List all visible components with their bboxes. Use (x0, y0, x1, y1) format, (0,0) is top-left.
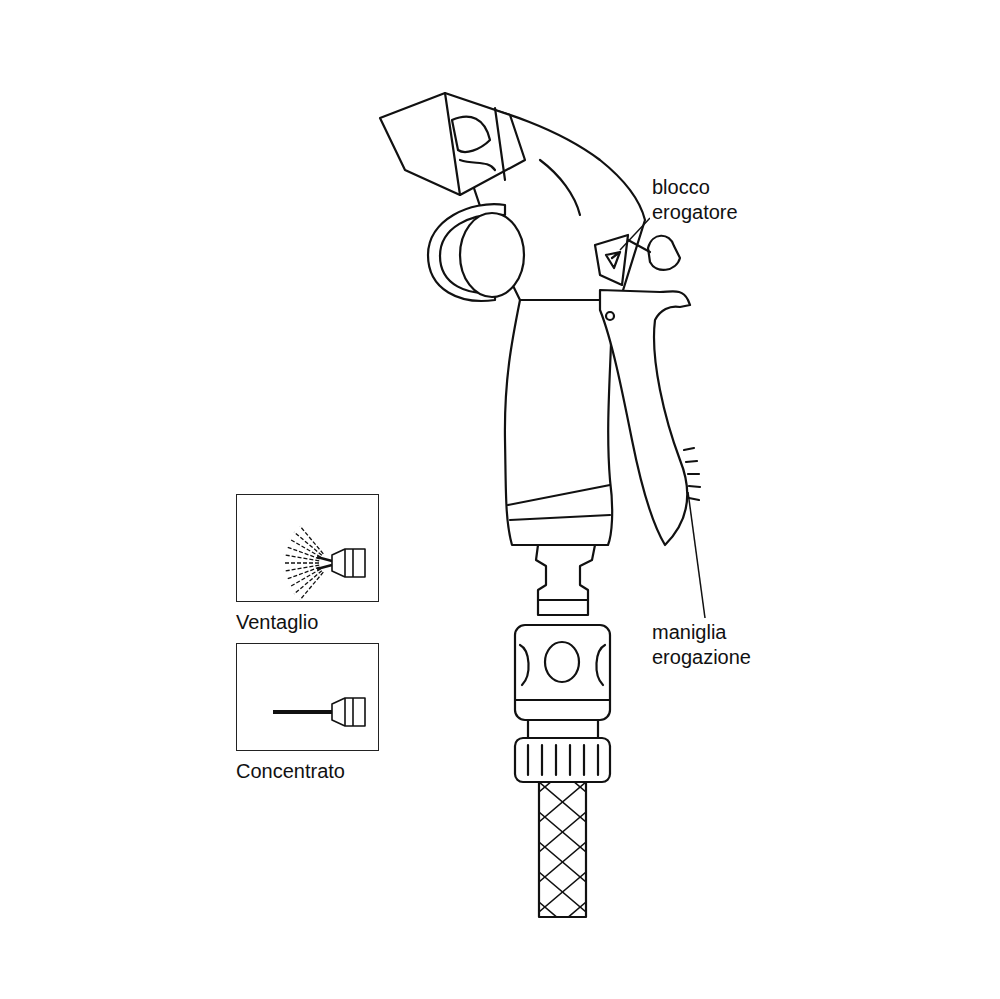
lock-mark (606, 252, 620, 268)
nozzle-grip (452, 117, 490, 152)
callout-label: blocco erogatore (650, 175, 772, 225)
icon-frame (236, 643, 379, 751)
trigger-handle (600, 290, 690, 545)
mode-panel: Ventaglio (236, 494, 379, 634)
ring-nut (515, 738, 610, 782)
mode-label: Concentrato (236, 759, 379, 783)
nozzle-ring (495, 108, 505, 180)
body-line (540, 160, 580, 215)
nozzle-icon (332, 698, 365, 726)
lock-rod (628, 240, 650, 252)
nozzle-ring (345, 698, 353, 726)
nozzle-body (380, 93, 525, 195)
coupling-line (515, 699, 610, 701)
hose-connector (536, 545, 595, 615)
spray-icon (237, 644, 380, 752)
gun-barrel (450, 100, 645, 300)
spray-jet (273, 710, 332, 714)
icon-frame (236, 494, 379, 602)
coupling-grip (520, 645, 529, 685)
spray-icon (237, 495, 380, 603)
spray-fan (283, 526, 332, 600)
adjust-knob (648, 236, 680, 270)
callout-label: maniglia erogazione (650, 620, 784, 670)
coupling-grip (545, 642, 579, 682)
nut-ribs (528, 745, 598, 775)
coupling-grip (596, 645, 605, 685)
trigger-ribs (684, 448, 700, 500)
connector-groove (538, 599, 588, 601)
leader-line (620, 218, 650, 250)
hose-braid (539, 782, 586, 917)
gun-grip (505, 300, 612, 545)
nozzle-ring (345, 549, 353, 577)
nozzle-grip (460, 160, 495, 170)
grip-band (510, 515, 610, 520)
coupling-neck (528, 720, 598, 738)
mode-label: Ventaglio (236, 610, 379, 634)
leader-line (688, 492, 705, 618)
quick-coupling (515, 625, 610, 720)
grip-band (508, 485, 610, 505)
lock-button (595, 235, 628, 285)
mode-panel: Concentrato (236, 643, 379, 783)
hook-hole (460, 213, 524, 297)
nozzle-icon (332, 549, 365, 577)
trigger-pin (606, 312, 614, 320)
